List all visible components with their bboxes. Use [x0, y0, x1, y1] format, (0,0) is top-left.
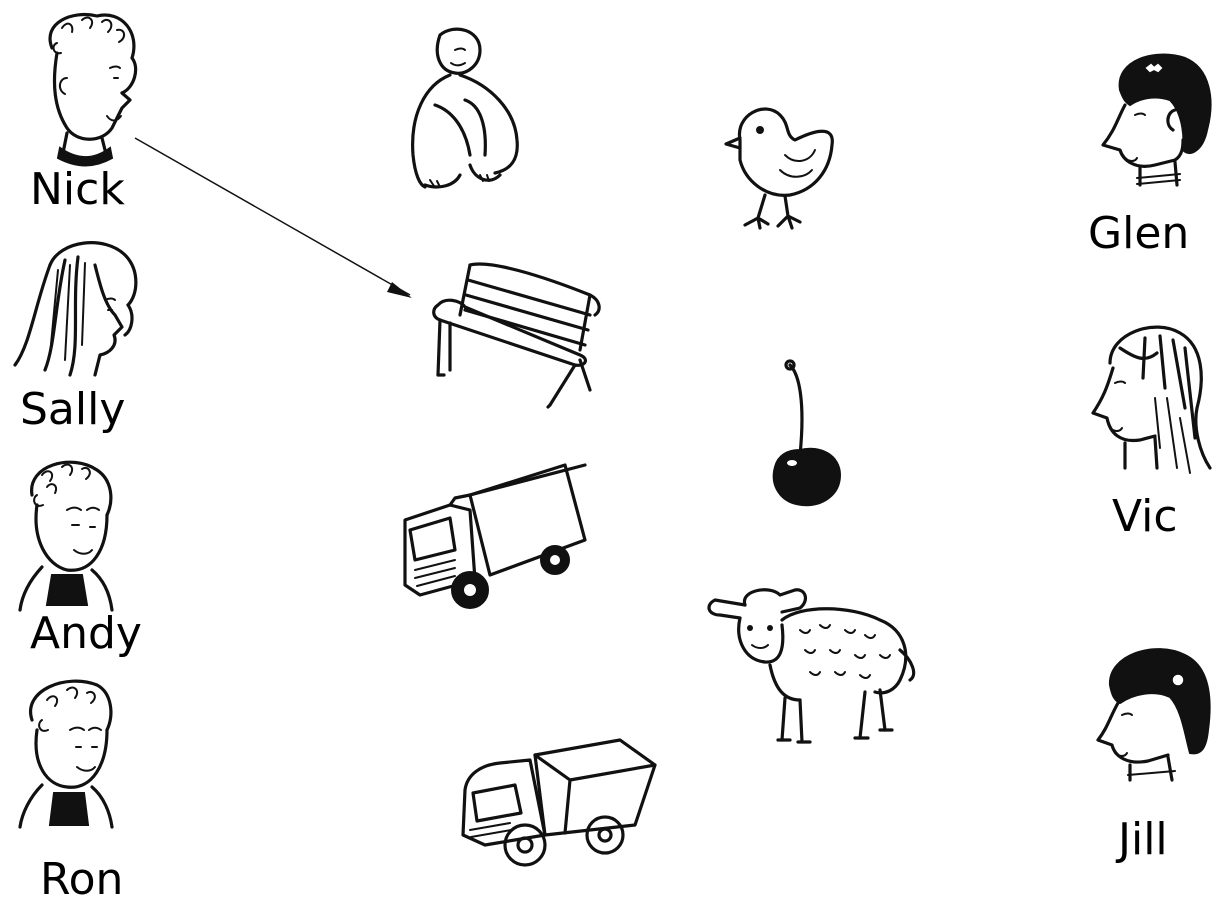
bench-icon	[430, 255, 605, 410]
person-label-vic: Vic	[1112, 495, 1178, 539]
monkey-icon	[395, 25, 525, 195]
jill-portrait-icon	[1090, 645, 1213, 785]
vic-portrait-icon	[1085, 318, 1213, 483]
sheep-icon	[700, 580, 920, 750]
person-label-jill: Jill	[1118, 818, 1168, 862]
chick-icon	[720, 90, 840, 230]
person-label-glen: Glen	[1088, 212, 1189, 256]
cherry-icon	[760, 355, 850, 510]
dump-truck-icon	[455, 735, 665, 870]
glen-portrait-icon	[1095, 50, 1213, 195]
truck-icon	[395, 460, 590, 620]
